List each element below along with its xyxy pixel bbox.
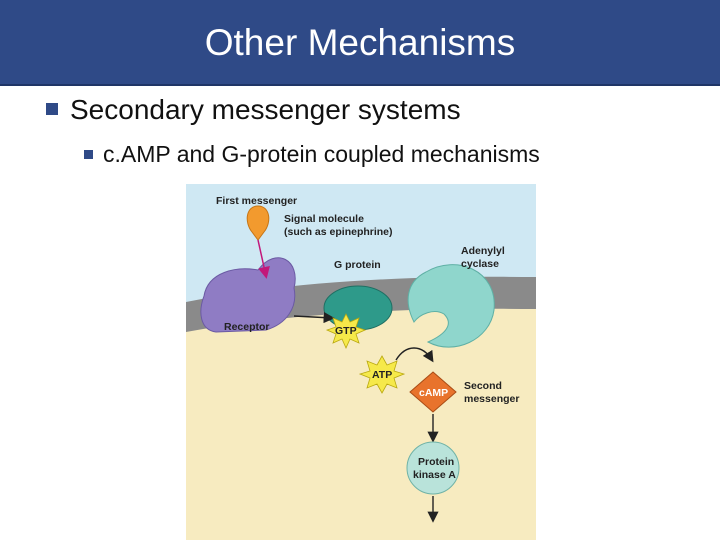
g-protein-label: G protein [334, 259, 381, 271]
camp-label: cAMP [419, 387, 448, 399]
bullet-text: Secondary messenger systems [70, 94, 461, 125]
atp-star [358, 355, 406, 394]
slide-title: Other Mechanisms [204, 22, 516, 63]
camp-shape [409, 371, 457, 413]
square-bullet-icon [84, 150, 93, 159]
receptor-shape [200, 257, 296, 333]
square-bullet-icon [46, 103, 58, 115]
bullet-level-1: Secondary messenger systems [46, 94, 461, 126]
signal-molecule-label: Signal molecule [284, 213, 364, 225]
protein-kinase-label-2: kinase A [413, 469, 456, 481]
protein-kinase-shape [406, 441, 460, 495]
adenylyl-cyclase-label: Adenylyl [461, 245, 505, 257]
g-protein-shape [323, 285, 393, 331]
second-messenger-label-2: messenger [464, 393, 519, 405]
bullet-text: c.AMP and G-protein coupled mechanisms [103, 141, 540, 167]
receptor-label: Receptor [224, 321, 270, 333]
binding-arrow [257, 239, 270, 279]
gtp-star [325, 313, 367, 349]
protein-kinase-label: Protein [418, 456, 454, 468]
title-bar [0, 0, 720, 86]
second-messenger-label: Second [464, 380, 502, 392]
adenylyl-cyclase-shape [407, 264, 495, 348]
gtp-label: GTP [335, 325, 357, 337]
camp-pathway-figure: First messenger Signal molecule (such as… [186, 184, 536, 540]
bullet-level-2: c.AMP and G-protein coupled mechanisms [84, 141, 540, 168]
atp-label: ATP [372, 369, 392, 381]
first-messenger-label: First messenger [216, 195, 297, 207]
pathway-diagram: First messenger Signal molecule (such as… [186, 184, 536, 540]
conversion-arrow [395, 347, 434, 363]
adenylyl-cyclase-label-2: cyclase [461, 258, 499, 270]
signal-molecule-sub-label: (such as epinephrine) [284, 226, 393, 238]
receptor-to-gtp-arrow [293, 311, 335, 324]
